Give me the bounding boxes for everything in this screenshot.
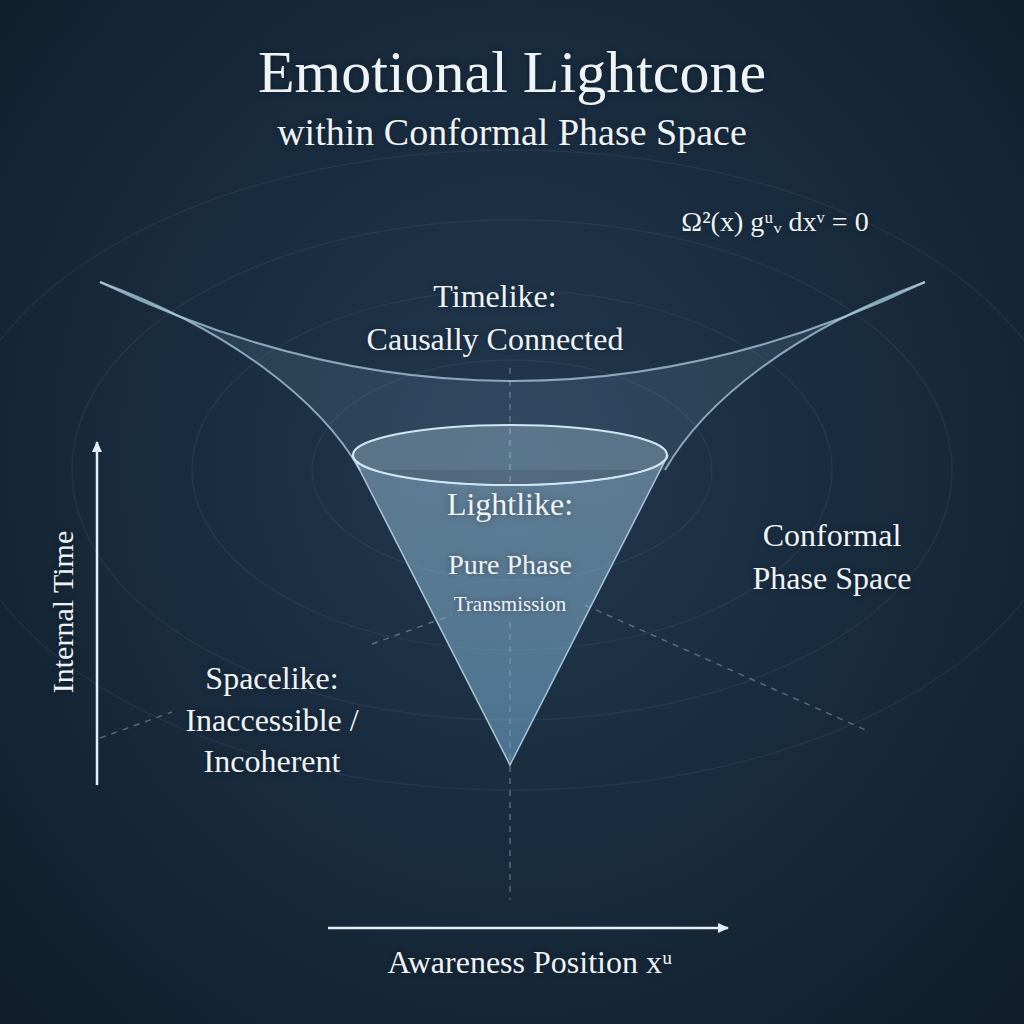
time-axis-arrow <box>96 442 99 785</box>
cone-body <box>352 455 668 765</box>
dashed-guides <box>100 368 870 900</box>
lightlike-cone: Lightlike: Pure PhaseTransmission <box>352 420 668 770</box>
cone-text: Lightlike: <box>447 484 573 526</box>
axis-label: Awareness Position xᵘ <box>388 942 673 984</box>
awareness-axis-arrow <box>328 927 728 930</box>
cone-rim <box>353 425 667 485</box>
equation: Ω²(x) gᵘᵥ dxᵛ = 0 <box>681 204 868 240</box>
cone-text: Transmission <box>454 591 566 618</box>
background-rings <box>0 150 1024 790</box>
outer-horn-side <box>100 282 360 470</box>
subtitle: within Conformal Phase Space <box>277 108 747 157</box>
region-label: Conformal Phase Space <box>752 514 911 600</box>
cone-text: Pure Phase <box>448 547 572 583</box>
region-label: Timelike: Causally Connected <box>367 275 624 361</box>
outer-horn-side <box>665 282 925 470</box>
axis-label: Internal Time <box>43 531 82 694</box>
title: Emotional Lightcone <box>258 33 766 111</box>
region-label: Spacelike: Inaccessible / Incoherent <box>185 658 358 783</box>
